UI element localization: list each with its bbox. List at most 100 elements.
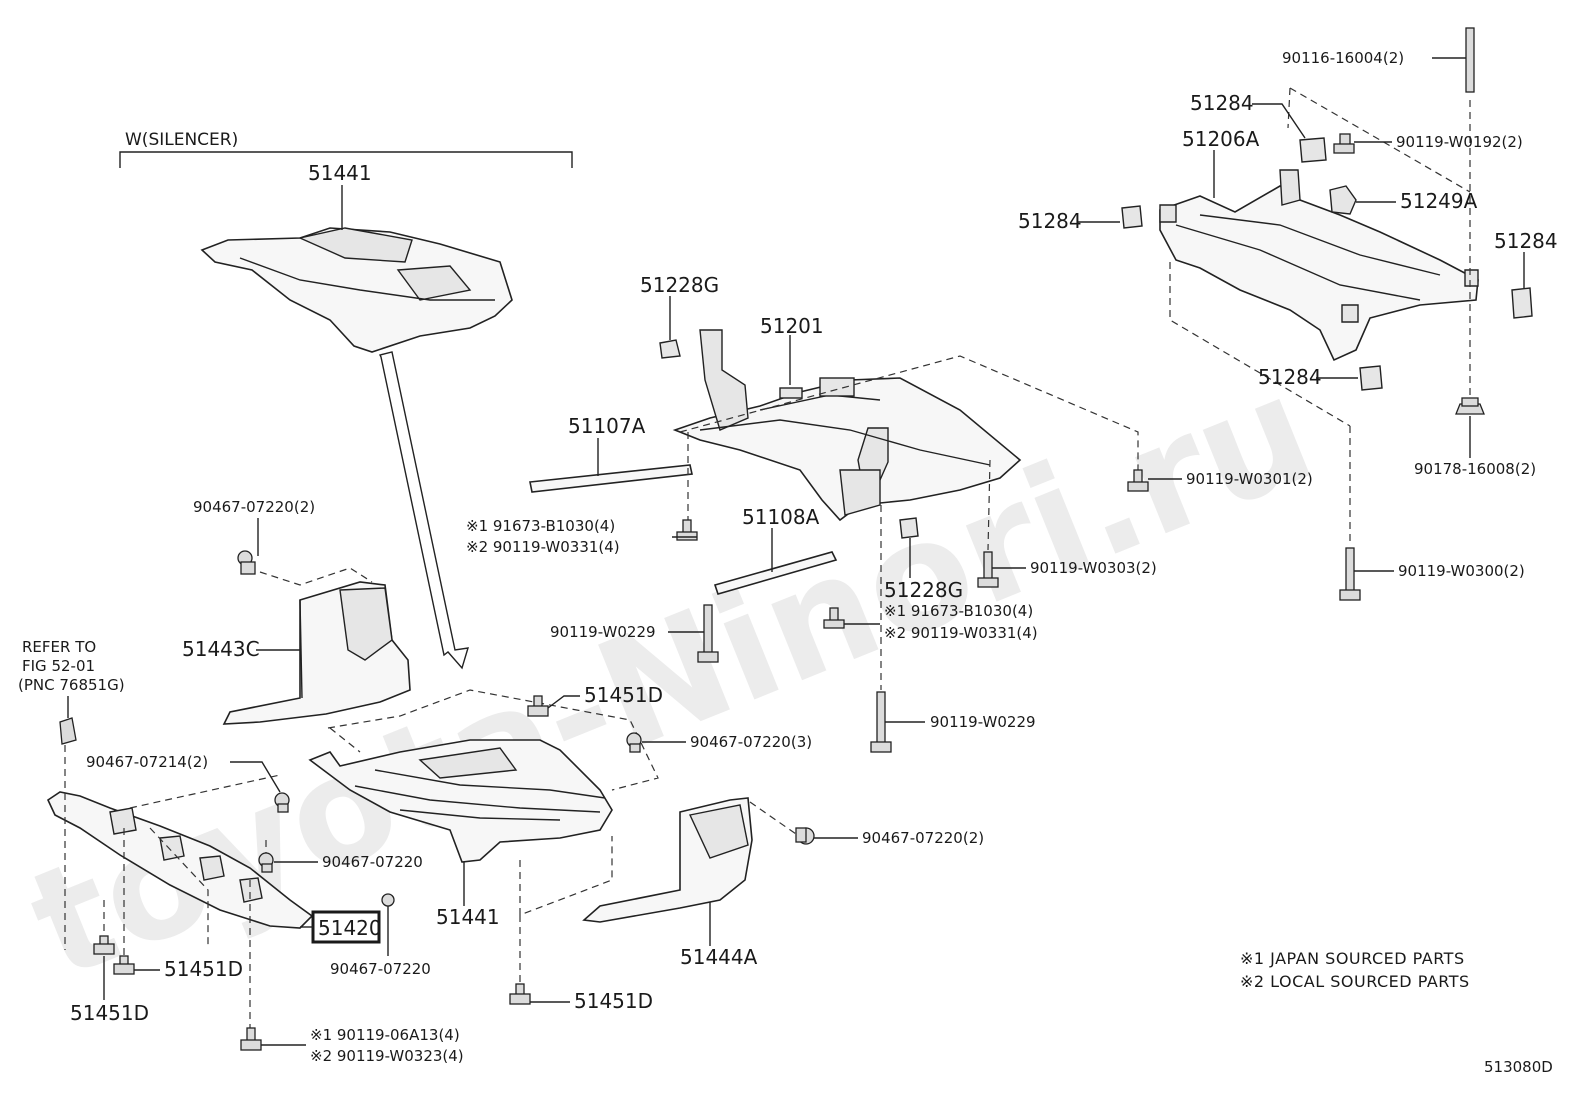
watermark: toyota-Ninori.ru (8, 342, 1335, 1013)
label-90119-w0300[interactable]: 90119-W0300(2) (1398, 562, 1525, 580)
label-51206a[interactable]: 51206A (1182, 127, 1260, 151)
part-51443c-side-cover[interactable] (222, 581, 411, 725)
bolt-90119-w0192[interactable] (1333, 133, 1355, 154)
dashed-guide (1289, 87, 1471, 193)
part-51284-mount-d[interactable] (1359, 365, 1383, 391)
part-51108a-brace[interactable] (713, 551, 838, 595)
label-51284-c[interactable]: 51284 (1494, 229, 1558, 253)
label-51441-top[interactable]: 51441 (308, 161, 372, 185)
figure-code: 513080D (1484, 1058, 1553, 1076)
label-51284-d[interactable]: 51284 (1258, 365, 1322, 389)
part-51441-lower-engine-cover[interactable] (308, 739, 613, 863)
clip-90467-07220-3[interactable] (626, 732, 642, 753)
label-90119-w0331-b[interactable]: ※2 90119-W0331(4) (884, 624, 1038, 642)
dashed-guide (129, 774, 281, 809)
clip-90467-07220-d[interactable] (381, 893, 395, 907)
part-51228g-clip-bottom[interactable] (899, 517, 919, 539)
label-51444a[interactable]: 51444A (680, 945, 758, 969)
refer-line-3[interactable]: (PNC 76851G) (18, 676, 125, 694)
assembly-arrow (378, 351, 469, 670)
label-90116-16004[interactable]: 90116-16004(2) (1282, 49, 1404, 67)
note-local-sourced: ※2 LOCAL SOURCED PARTS (1240, 972, 1470, 991)
label-51249a[interactable]: 51249A (1400, 189, 1478, 213)
label-51201[interactable]: 51201 (760, 314, 824, 338)
label-51284-a[interactable]: 51284 (1190, 91, 1254, 115)
label-51443c[interactable]: 51443C (182, 637, 260, 661)
label-90119-w0331-a[interactable]: ※2 90119-W0331(4) (466, 538, 620, 556)
label-51451d-b[interactable]: 51451D (164, 957, 243, 981)
label-90119-w0229-a[interactable]: 90119-W0229 (550, 623, 656, 641)
label-90178-16008[interactable]: 90178-16008(2) (1414, 460, 1536, 478)
dashed-guide (259, 567, 373, 586)
leader-90467-07214 (230, 761, 281, 793)
bolt-90119-w0300[interactable] (1339, 547, 1361, 601)
part-51107a-brace[interactable] (529, 464, 693, 493)
label-90119-w0301[interactable]: 90119-W0301(2) (1186, 470, 1313, 488)
dashed-guide (987, 459, 991, 551)
bolt-90119-w0229-a[interactable] (697, 604, 719, 663)
part-51249a-bracket[interactable] (1329, 185, 1357, 215)
silencer-bracket (119, 151, 573, 168)
label-90467-07214[interactable]: 90467-07214(2) (86, 753, 208, 771)
dashed-guide (679, 355, 1139, 470)
part-51206a-rear-crossmember[interactable] (1159, 169, 1479, 362)
bolt-91673-b1030-a[interactable] (676, 519, 698, 541)
part-51444a-side-cover[interactable] (582, 797, 753, 923)
label-51451d-a[interactable]: 51451D (584, 683, 663, 707)
label-90467-07220-2b[interactable]: 90467-07220(2) (862, 829, 984, 847)
bolt-91673-b1030-b[interactable] (823, 607, 845, 629)
part-51284-mount-a[interactable] (1299, 137, 1327, 163)
label-51108a[interactable]: 51108A (742, 505, 820, 529)
part-51201-front-crossmember[interactable] (672, 329, 1022, 522)
label-90119-06a13[interactable]: ※1 90119-06A13(4) (310, 1026, 460, 1044)
bolt-90119-w0229-b[interactable] (870, 691, 892, 753)
bolt-51451d-c[interactable] (93, 935, 115, 955)
label-90467-07220-a[interactable]: 90467-07220 (322, 853, 423, 871)
note-japan-sourced: ※1 JAPAN SOURCED PARTS (1240, 949, 1465, 968)
bolt-51451d-b[interactable] (113, 955, 135, 975)
bolt-90119-w0303[interactable] (977, 551, 999, 588)
label-51228g-top[interactable]: 51228G (640, 273, 719, 297)
bolt-90116-16004[interactable] (1465, 27, 1475, 93)
label-90119-w0323[interactable]: ※2 90119-W0323(4) (310, 1047, 464, 1065)
label-51441-bottom[interactable]: 51441 (436, 905, 500, 929)
clip-90467-07220-a[interactable] (237, 550, 256, 575)
clip-90467-07214[interactable] (274, 792, 290, 813)
part-51284-mount-b[interactable] (1121, 205, 1143, 229)
label-51284-b[interactable]: 51284 (1018, 209, 1082, 233)
refer-line-1[interactable]: REFER TO (22, 638, 96, 656)
dashed-guide (329, 727, 361, 753)
dashed-guide (1287, 87, 1291, 129)
clip-90467-07220-2b[interactable] (795, 827, 815, 845)
label-51420[interactable]: 51420 (318, 916, 382, 940)
label-90119-w0192[interactable]: 90119-W0192(2) (1396, 133, 1523, 151)
refer-line-2[interactable]: FIG 52-01 (22, 657, 95, 675)
dashed-guide (519, 836, 613, 916)
part-51284-mount-c[interactable] (1511, 287, 1533, 319)
label-90119-w0303[interactable]: 90119-W0303(2) (1030, 559, 1157, 577)
label-91673-b1030-a[interactable]: ※1 91673-B1030(4) (466, 517, 615, 535)
bolt-90119-w0301[interactable] (1127, 469, 1149, 492)
label-90467-07220-3[interactable]: 90467-07220(3) (690, 733, 812, 751)
label-90467-07220-b[interactable]: 90467-07220 (330, 960, 431, 978)
nut-90178-16008[interactable] (1455, 397, 1485, 415)
bolt-51451d-d[interactable] (509, 983, 531, 1005)
leader-51284-a (1252, 103, 1306, 139)
part-51228g-clip-top[interactable] (659, 339, 681, 359)
label-90119-w0229-b[interactable]: 90119-W0229 (930, 713, 1036, 731)
label-91673-b1030-b[interactable]: ※1 91673-B1030(4) (884, 602, 1033, 620)
label-51228g-bottom[interactable]: 51228G (884, 578, 963, 602)
label-51451d-c[interactable]: 51451D (70, 1001, 149, 1025)
label-51107a[interactable]: 51107A (568, 414, 646, 438)
bolt-90119-06a13[interactable] (240, 1027, 262, 1051)
leader-51451d-a (547, 695, 580, 709)
clip-76851g[interactable] (59, 717, 77, 745)
bolt-51451d-a[interactable] (527, 695, 549, 717)
label-51451d-d[interactable]: 51451D (574, 989, 653, 1013)
part-51441-silencer-cover[interactable] (200, 227, 513, 353)
dashed-guide (327, 689, 659, 791)
label-90467-07220-2a[interactable]: 90467-07220(2) (193, 498, 315, 516)
clip-90467-07220-c[interactable] (258, 852, 274, 873)
